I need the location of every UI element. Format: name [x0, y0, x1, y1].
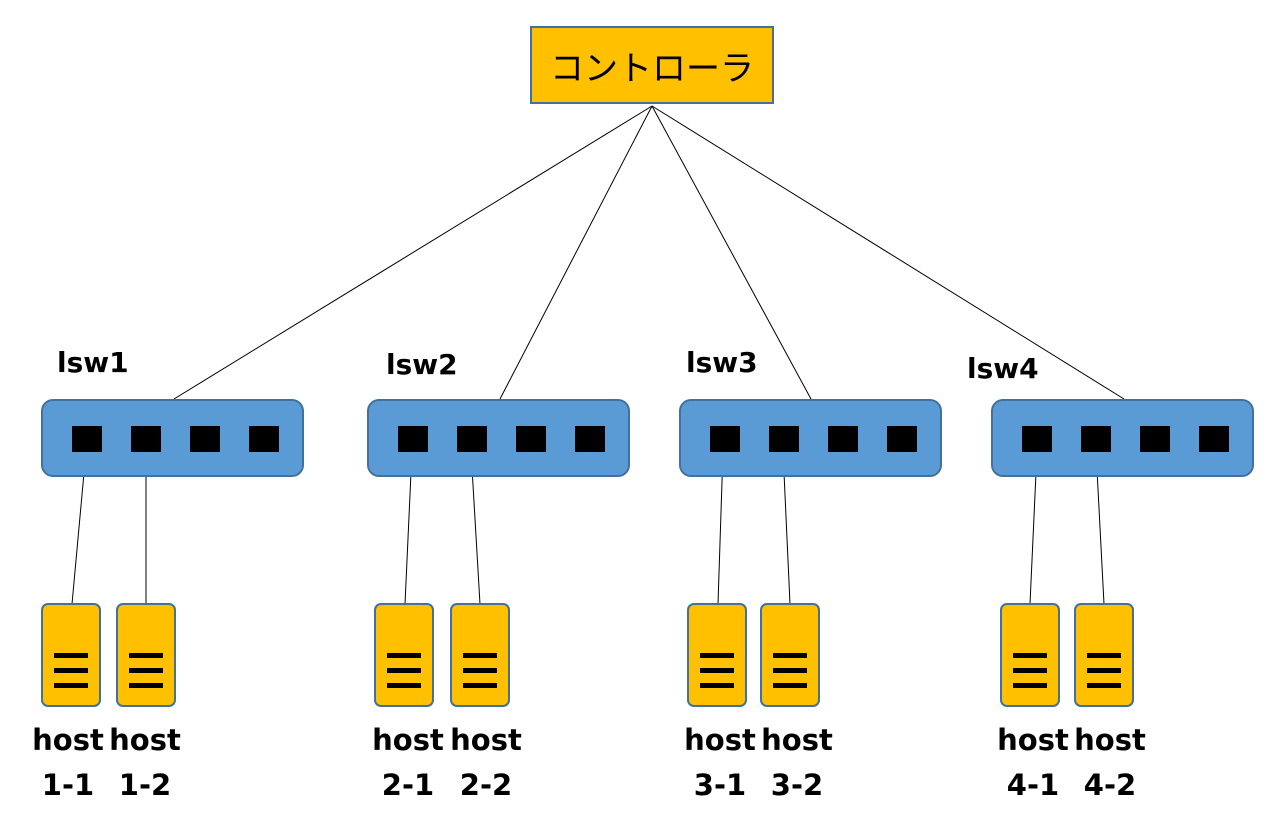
- host-label-1-1: host 1-1: [28, 718, 108, 808]
- host-label-line2: 4-2: [1083, 768, 1137, 802]
- host-label-line2: 2-2: [459, 768, 513, 802]
- host-server-2-2: [450, 603, 510, 707]
- server-bar: [1087, 668, 1121, 673]
- server-bar: [1013, 668, 1047, 673]
- server-bar: [463, 653, 497, 658]
- host-label-line1: host: [684, 723, 756, 757]
- server-bar: [1013, 653, 1047, 658]
- host-label-3-2: host 3-2: [757, 718, 837, 808]
- host-label-line1: host: [32, 723, 104, 757]
- port: [190, 426, 220, 452]
- host-label-line2: 3-1: [693, 768, 747, 802]
- link-controller-lsw4: [651, 105, 1125, 400]
- link-controller-lsw1: [173, 105, 653, 400]
- host-server-4-1: [1000, 603, 1060, 707]
- server-bar: [1087, 683, 1121, 688]
- port: [249, 426, 279, 452]
- host-label-1-2: host 1-2: [105, 718, 185, 808]
- server-bar: [773, 683, 807, 688]
- server-bar: [54, 668, 88, 673]
- server-bar: [700, 653, 734, 658]
- host-label-line1: host: [372, 723, 444, 757]
- host-label-4-2: host 4-2: [1070, 718, 1150, 808]
- host-label-line1: host: [109, 723, 181, 757]
- server-bar: [773, 668, 807, 673]
- link-controller-lsw3: [651, 105, 812, 400]
- host-label-4-1: host 4-1: [993, 718, 1073, 808]
- host-server-1-2: [116, 603, 176, 707]
- host-label-line2: 4-1: [1006, 768, 1060, 802]
- server-bar: [1013, 683, 1047, 688]
- server-bar: [54, 683, 88, 688]
- port: [1199, 426, 1229, 452]
- controller-node: コントローラ: [530, 26, 774, 104]
- switch-lsw2: [367, 399, 630, 477]
- server-bar: [129, 668, 163, 673]
- host-label-line1: host: [997, 723, 1069, 757]
- server-bar: [129, 653, 163, 658]
- host-label-2-1: host 2-1: [368, 718, 448, 808]
- host-label-2-2: host 2-2: [446, 718, 526, 808]
- switch-label-lsw4: lsw4: [967, 352, 1039, 385]
- port: [769, 426, 799, 452]
- port: [710, 426, 740, 452]
- host-label-line2: 1-1: [41, 768, 95, 802]
- switch-lsw4: [991, 399, 1254, 477]
- host-label-line1: host: [761, 723, 833, 757]
- host-label-3-1: host 3-1: [680, 718, 760, 808]
- server-bar: [700, 668, 734, 673]
- server-bar: [463, 668, 497, 673]
- controller-label: コントローラ: [550, 48, 754, 89]
- host-label-line2: 1-2: [118, 768, 172, 802]
- server-bar: [387, 683, 421, 688]
- switch-lsw1: [41, 399, 304, 477]
- server-bar: [54, 653, 88, 658]
- host-server-4-2: [1074, 603, 1134, 707]
- server-bar: [1087, 653, 1121, 658]
- server-bar: [700, 683, 734, 688]
- port: [131, 426, 161, 452]
- host-label-line2: 3-2: [770, 768, 824, 802]
- switch-lsw3: [679, 399, 942, 477]
- server-bar: [387, 668, 421, 673]
- host-server-2-1: [374, 603, 434, 707]
- switch-label-lsw1: lsw1: [57, 346, 129, 379]
- port: [457, 426, 487, 452]
- host-label-line1: host: [1074, 723, 1146, 757]
- server-bar: [387, 653, 421, 658]
- host-server-3-1: [687, 603, 747, 707]
- server-bar: [463, 683, 497, 688]
- port: [398, 426, 428, 452]
- host-label-line2: 2-1: [381, 768, 435, 802]
- port: [1022, 426, 1052, 452]
- port: [828, 426, 858, 452]
- port: [575, 426, 605, 452]
- port: [516, 426, 546, 452]
- server-bar: [129, 683, 163, 688]
- host-label-line1: host: [450, 723, 522, 757]
- switch-label-lsw2: lsw2: [386, 348, 458, 381]
- port: [1081, 426, 1111, 452]
- host-server-1-1: [41, 603, 101, 707]
- host-server-3-2: [760, 603, 820, 707]
- port: [72, 426, 102, 452]
- server-bar: [773, 653, 807, 658]
- port: [1140, 426, 1170, 452]
- port: [887, 426, 917, 452]
- link-controller-lsw2: [499, 105, 653, 400]
- switch-label-lsw3: lsw3: [686, 346, 758, 379]
